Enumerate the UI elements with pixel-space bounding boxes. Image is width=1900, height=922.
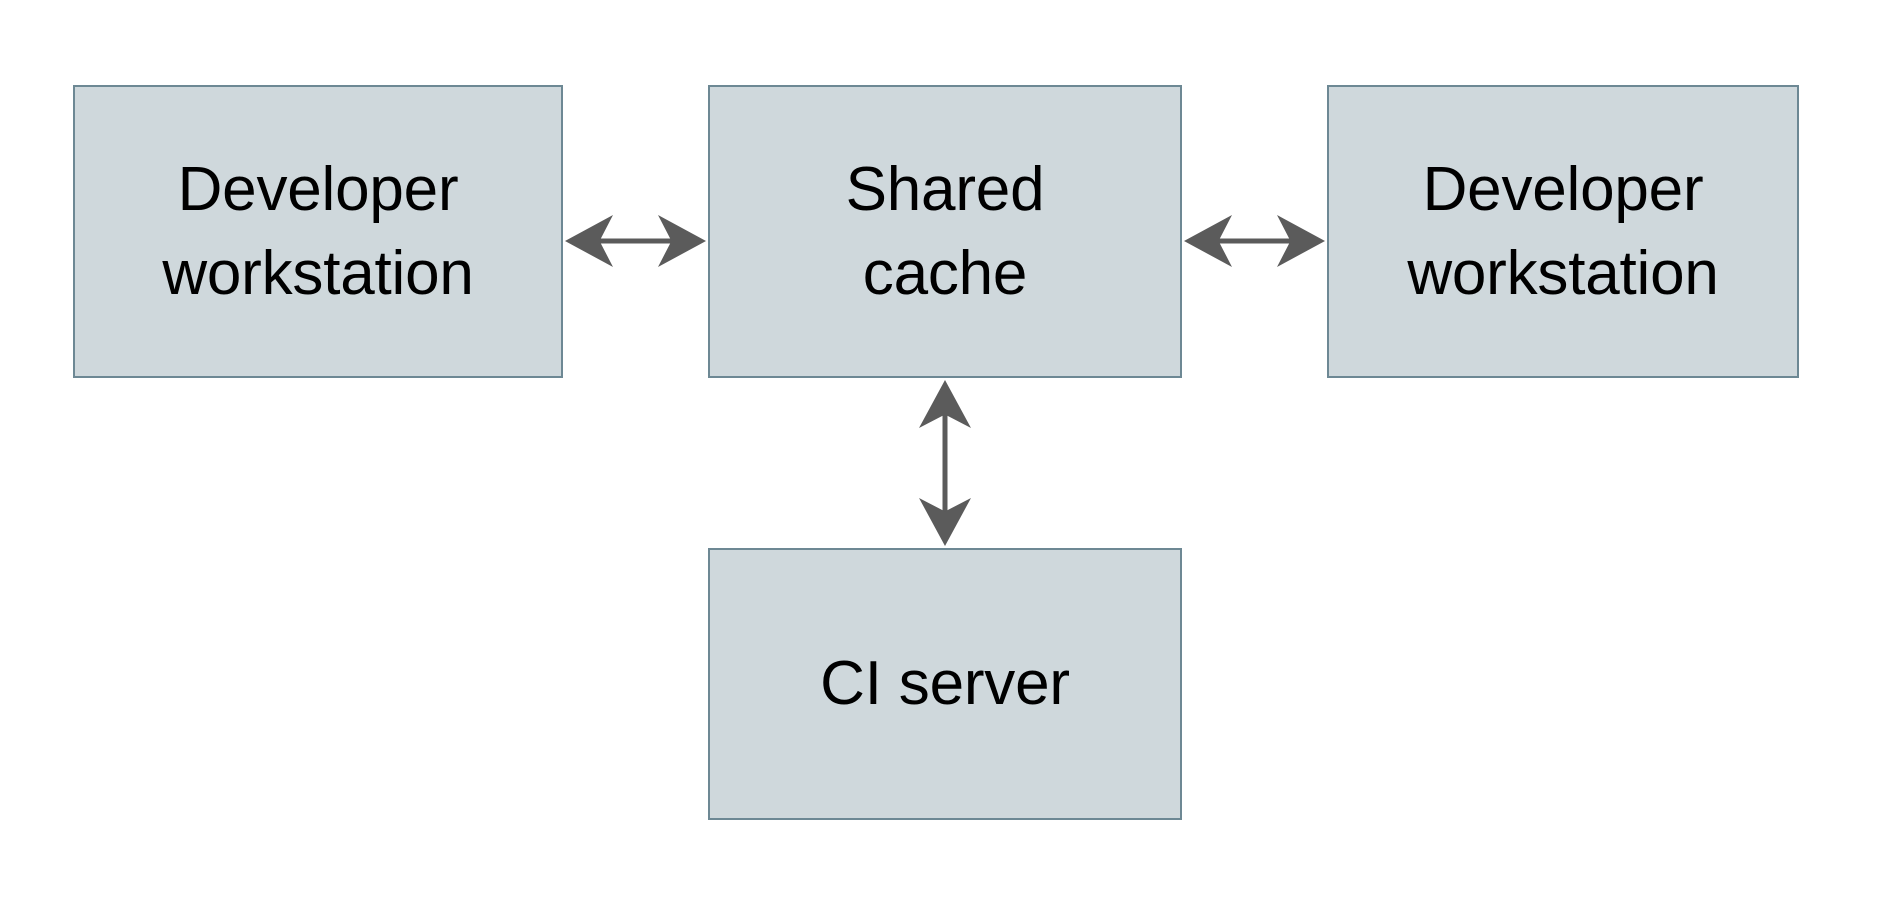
connector-shaft bbox=[591, 238, 680, 244]
connector-shared-cache-to-dev-right bbox=[1184, 215, 1325, 267]
arrowhead-left-icon bbox=[565, 215, 613, 267]
node-shared-cache[interactable]: Shared cache bbox=[708, 85, 1182, 378]
node-label: Developer workstation bbox=[162, 155, 474, 308]
arrowhead-right-icon bbox=[1277, 215, 1325, 267]
connector-dev-left-to-shared-cache bbox=[565, 215, 706, 267]
node-label: CI server bbox=[820, 649, 1070, 719]
arrowhead-right-icon bbox=[658, 215, 706, 267]
node-label: Developer workstation bbox=[1407, 155, 1719, 308]
arrowhead-left-icon bbox=[1184, 215, 1232, 267]
arrowhead-up-icon bbox=[919, 380, 971, 428]
node-ci-server[interactable]: CI server bbox=[708, 548, 1182, 820]
arrowhead-down-icon bbox=[919, 498, 971, 546]
connector-shaft bbox=[942, 406, 948, 520]
node-developer-workstation-right[interactable]: Developer workstation bbox=[1327, 85, 1799, 378]
connector-shaft bbox=[1210, 238, 1299, 244]
node-developer-workstation-left[interactable]: Developer workstation bbox=[73, 85, 563, 378]
node-label: Shared cache bbox=[845, 155, 1045, 308]
connector-ci-server-to-shared-cache bbox=[919, 380, 971, 546]
